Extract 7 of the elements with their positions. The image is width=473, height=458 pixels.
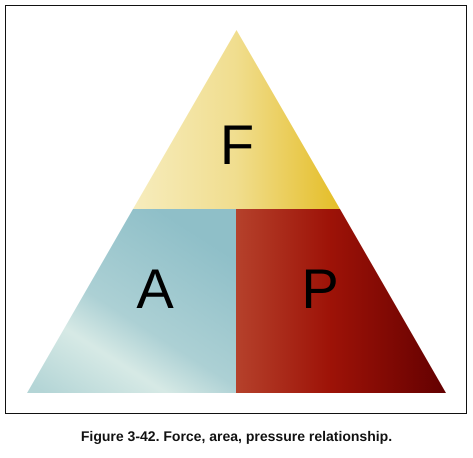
variable-letter: P: [301, 261, 339, 317]
variable-letter: F: [220, 117, 254, 173]
pressure-segment: [236, 209, 446, 393]
variable-letter: A: [136, 261, 174, 317]
area-segment: [27, 209, 236, 393]
figure-caption: Figure 3-42. Force, area, pressure relationship.: [80, 427, 394, 446]
force-segment: [133, 30, 340, 209]
